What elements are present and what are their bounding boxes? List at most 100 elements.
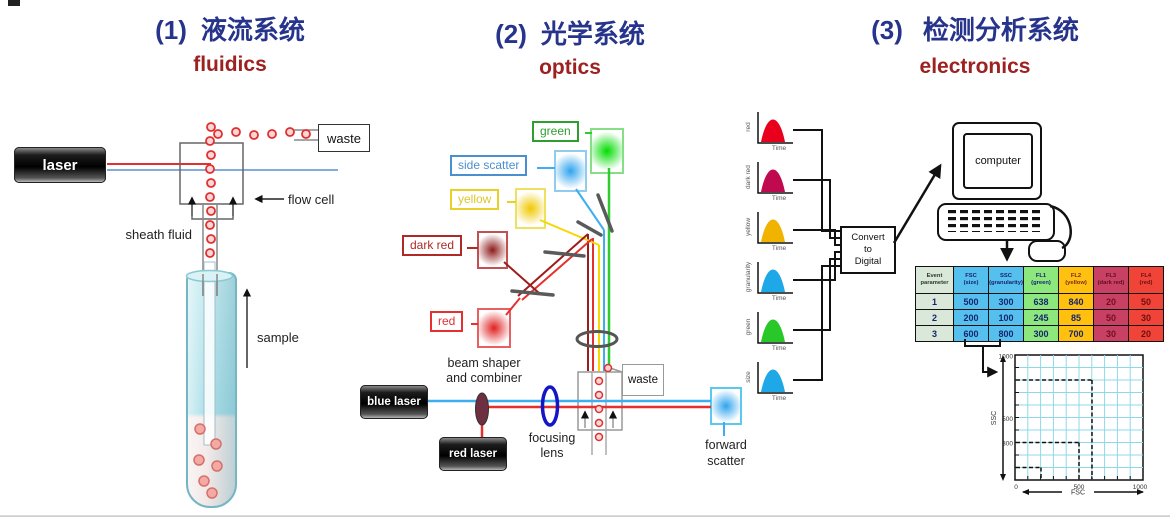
waste-label-optics: waste: [627, 374, 659, 386]
side-scatter-label: side scatter: [450, 155, 528, 176]
svg-text:500: 500: [1074, 484, 1085, 491]
red-detector: [477, 308, 511, 348]
cell: 2: [915, 309, 954, 326]
cell: 800: [988, 325, 1024, 342]
yellow-detector-label: yellow: [450, 189, 500, 210]
cell: 50: [1128, 293, 1164, 310]
cell: 840: [1058, 293, 1094, 310]
section3-title: (3)检测分析系统: [790, 10, 1160, 47]
cuvette-cells: [594, 363, 613, 442]
convert-line3: Digital: [854, 255, 882, 267]
forward-scatter-detector: [710, 387, 742, 425]
cell: 300: [1023, 325, 1059, 342]
forward-scatter-label-line1: forward: [705, 438, 747, 452]
col-header-ssc: SSC(granularity): [988, 266, 1024, 294]
cell: 600: [953, 325, 989, 342]
dark-red-diagonal: [517, 233, 589, 297]
cell: 3: [915, 325, 954, 342]
cell: 100: [988, 309, 1024, 326]
waste-box-fluidics: waste: [318, 124, 370, 152]
focusing-lens: [540, 385, 560, 427]
cuvette-waste-connector: [609, 367, 623, 373]
section2-number: (2): [495, 19, 527, 49]
section3-subtitle: electronics: [919, 55, 1031, 78]
slide-artifact: [8, 0, 20, 6]
svg-text:yellow: yellow: [745, 218, 752, 236]
cell: 30: [1128, 309, 1164, 326]
green-detector: [590, 128, 624, 174]
pulse-chart-green: Time green: [745, 312, 793, 352]
col-header-fl1: FL1(green): [1023, 266, 1059, 294]
svg-text:Time: Time: [772, 195, 787, 202]
col-header-fl4: FL4(red): [1128, 266, 1164, 294]
section3-number: (3): [871, 15, 903, 45]
event-guide-lines: [1016, 379, 1093, 479]
blue-to-detector: [575, 188, 605, 231]
focusing-lens-label-line1: focusing: [528, 431, 576, 445]
section1-number: (1): [155, 15, 187, 45]
red-laser-label: red laser: [449, 448, 497, 460]
svg-text:1000: 1000: [999, 354, 1014, 361]
cell: 85: [1058, 309, 1094, 326]
cell-stream-dots: [205, 122, 311, 258]
flow-cell-label: flow cell: [288, 192, 335, 207]
table-row: 1 500 300 638 840 20 50: [915, 293, 1164, 310]
mirror-icon: [576, 220, 603, 237]
cell: 20: [1093, 293, 1129, 310]
sheath-fluid-label: sheath fluid: [125, 227, 193, 242]
pulse-chart-dark-red: Time dark red: [745, 162, 793, 202]
mirror-icon: [510, 289, 555, 297]
forward-scatter-label-line2: scatter: [707, 454, 745, 468]
cell: 245: [1023, 309, 1059, 326]
computer-label: computer: [975, 155, 1021, 167]
section2-title-zh: 光学系统: [540, 19, 645, 49]
cell: 30: [1093, 325, 1129, 342]
svg-text:1000: 1000: [1133, 484, 1148, 491]
optics-cuvette: [577, 367, 623, 455]
green-detector-label: green: [532, 121, 579, 142]
pulse-chart-granularity: Time granularity: [745, 261, 793, 302]
svg-text:Time: Time: [772, 345, 787, 352]
cell: 700: [1058, 325, 1094, 342]
cell: 1: [915, 293, 954, 310]
table-row: 3 600 800 300 700 30 20: [915, 325, 1164, 342]
svg-text:Time: Time: [772, 395, 787, 402]
svg-text:size: size: [745, 371, 752, 383]
convert-to-digital-box: Convert to Digital: [840, 226, 896, 274]
svg-text:Time: Time: [772, 245, 787, 252]
section1-title-zh: 液流系统: [200, 15, 305, 45]
sheath-bracket: [191, 206, 234, 220]
svg-text:red: red: [745, 122, 752, 132]
beam-shaper-label-line1: beam shaper: [447, 356, 521, 370]
col-header-fl2: FL2(yellow): [1058, 266, 1094, 294]
svg-text:300: 300: [1002, 441, 1013, 448]
cuvette-outline: [577, 371, 623, 431]
plot-grid: [1015, 355, 1143, 480]
section2-subtitle: optics: [539, 56, 601, 79]
computer-keyboard: [937, 203, 1055, 241]
waste-box-optics: waste: [622, 364, 664, 396]
svg-text:Time: Time: [772, 145, 787, 152]
svg-text:Time: Time: [772, 295, 787, 302]
bracket-to-plot-arrow: [982, 346, 999, 378]
svg-text:granularity: granularity: [745, 261, 752, 292]
dark-red-detector-label: dark red: [402, 235, 463, 256]
cell: 200: [953, 309, 989, 326]
focusing-lens-label-line2: lens: [540, 446, 564, 460]
svg-text:dark red: dark red: [745, 165, 752, 189]
red-laser-box: red laser: [439, 437, 507, 471]
cell: 300: [988, 293, 1024, 310]
mirror-icon: [543, 250, 586, 258]
svg-text:0: 0: [1014, 484, 1018, 491]
mirror-icon: [596, 193, 614, 233]
waste-label-fluidics: waste: [327, 130, 361, 146]
dark-red-detector: [477, 231, 508, 269]
svg-text:500: 500: [1002, 416, 1013, 423]
flow-cell-outline: [179, 142, 244, 205]
laser-label: laser: [42, 156, 78, 174]
collection-lens: [575, 330, 619, 348]
signal-wires: [793, 129, 840, 381]
